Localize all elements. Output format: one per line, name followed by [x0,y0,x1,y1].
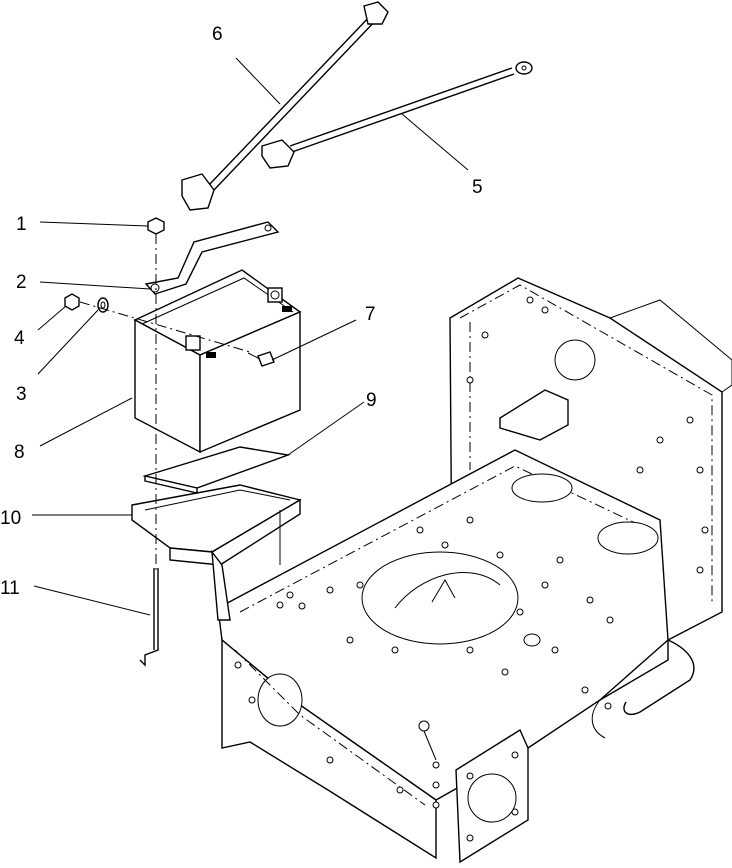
hex-nut [147,217,165,235]
callout-8: 8 [14,442,25,463]
callout-4: 4 [14,328,25,349]
washer [97,297,109,313]
small-nut [64,293,80,311]
positive-cable [181,1,389,211]
callout-5: 5 [472,177,483,198]
battery-tray [131,484,302,621]
negative-cable [261,61,533,169]
callout-2: 2 [16,272,27,293]
leader-lines [32,57,469,616]
callout-1: 1 [16,214,27,235]
frame-assembly [217,277,732,864]
callout-9: 9 [366,390,377,411]
hold-down-rod [139,568,159,667]
callout-7: 7 [365,304,376,325]
battery-pad [142,446,291,494]
battery [133,269,302,454]
hold-down-strap [144,221,280,295]
callout-6: 6 [212,24,223,45]
callout-11: 11 [0,578,20,599]
callouts: 1 2 4 3 6 5 7 9 8 10 11 [0,24,483,599]
alignment-lines [79,234,251,570]
callout-3: 3 [16,384,27,405]
bolt [247,351,275,367]
callout-10: 10 [0,508,21,529]
